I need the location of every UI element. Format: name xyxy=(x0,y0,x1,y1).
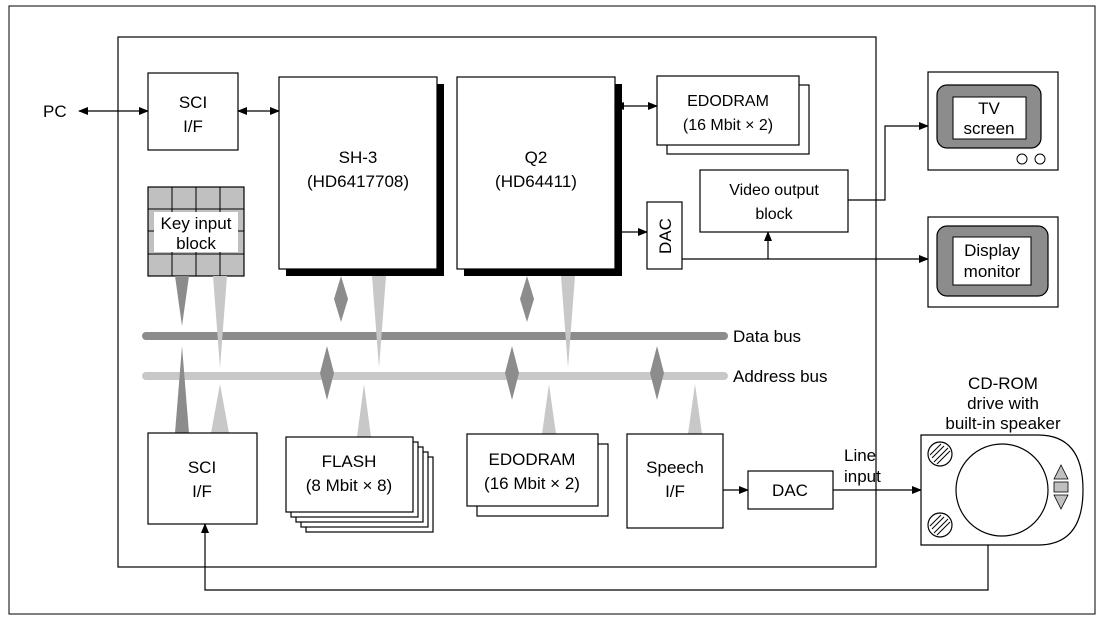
sci-top-label-1: SCI xyxy=(179,93,207,112)
monitor-label-box xyxy=(952,236,1032,286)
dac-audio-label: DAC xyxy=(772,481,808,500)
video-output-label-1: Video output xyxy=(729,182,819,199)
edodram-bottom-label-2: (16 Mbit × 2) xyxy=(484,474,580,493)
sci-bottom-label-2: I/F xyxy=(192,482,212,501)
sci-bottom-block xyxy=(147,432,258,525)
key-input-label-2: block xyxy=(176,234,216,253)
sci-top-block xyxy=(147,72,239,151)
flash-label-2: (8 Mbit × 8) xyxy=(306,476,392,495)
line-input-label-1: Line xyxy=(844,446,876,465)
tv-label-box xyxy=(952,96,1027,140)
monitor-label-2: monitor xyxy=(964,262,1021,281)
speech-label-1: Speech xyxy=(646,458,704,477)
edodram-top-label-1: EDODRAM xyxy=(687,93,769,110)
line-input-label-2: input xyxy=(844,467,881,486)
q2-label-1: Q2 xyxy=(525,148,548,167)
key-input-grid xyxy=(147,186,245,277)
tv-knob-2-icon xyxy=(1034,153,1046,165)
video-output-label-2: block xyxy=(755,206,793,223)
cdrom-disc-icon xyxy=(955,443,1049,537)
q2-label-2: (HD64411) xyxy=(495,172,577,191)
cdrom-label-2: drive with xyxy=(967,394,1039,413)
edodram-top-block xyxy=(656,75,800,146)
cdrom-label-1: CD-ROM xyxy=(968,374,1038,393)
cdrom-label-3: built-in speaker xyxy=(945,414,1061,433)
key-input-label-1: Key input xyxy=(161,214,232,233)
cdrom-sci-return-arrow xyxy=(201,523,989,591)
speaker-top-icon xyxy=(927,441,953,467)
address-bus-label: Address bus xyxy=(733,367,828,386)
dac-video-label: DAC xyxy=(656,218,675,254)
main-board xyxy=(117,36,877,568)
dac-video-block xyxy=(646,201,683,270)
monitor-label-1: Display xyxy=(964,241,1020,260)
data-bus-label: Data bus xyxy=(733,327,801,346)
bus-connectors xyxy=(175,276,702,437)
speech-label-2: I/F xyxy=(665,482,685,501)
edodram-bottom-label-1: EDODRAM xyxy=(489,450,576,469)
video-output-block xyxy=(699,169,849,233)
sci-top-label-2: I/F xyxy=(183,117,203,136)
pc-label: PC xyxy=(43,102,67,121)
tv-label-1: TV xyxy=(978,99,1000,118)
flash-label-1: FLASH xyxy=(322,452,377,471)
edodram-top-label-2: (16 Mbit × 2) xyxy=(683,117,773,134)
tv-label-2: screen xyxy=(963,119,1014,138)
sh3-label-2: (HD6417708) xyxy=(307,172,409,191)
video-tv-arrow xyxy=(848,122,929,201)
tv-knob-1-icon xyxy=(1016,153,1028,165)
eject-controls-icon xyxy=(1053,464,1069,510)
outer-frame xyxy=(8,5,1096,615)
flash-stack xyxy=(285,436,434,533)
sci-bottom-label-1: SCI xyxy=(188,458,216,477)
sh3-label-1: SH-3 xyxy=(339,148,378,167)
speaker-bottom-icon xyxy=(927,512,953,538)
edodram-bottom-block xyxy=(466,433,599,507)
speech-block xyxy=(626,433,724,529)
sh3-block xyxy=(278,76,438,270)
dac-audio-block xyxy=(747,470,834,510)
q2-block xyxy=(456,76,616,270)
